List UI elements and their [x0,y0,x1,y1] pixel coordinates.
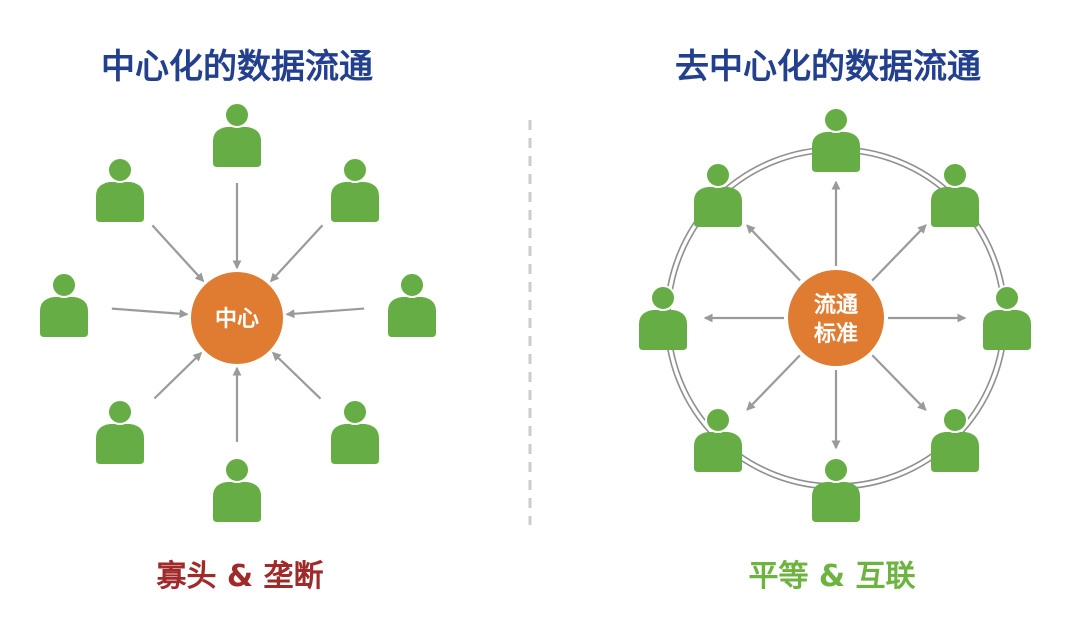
left-arrow [153,351,203,400]
left-title: 中心化的数据流通 [101,47,373,87]
left-user-icon [331,399,379,464]
user-icon-head [705,162,731,188]
user-icon-body [812,132,860,172]
left-user-icon [40,272,88,337]
left-hub-circle [191,272,283,364]
left-user-icon [213,457,261,522]
user-icon-body [331,182,379,222]
left-user-icon [331,157,379,222]
left-arrow [111,307,189,319]
user-icon-head [823,457,849,483]
right-title: 去中心化的数据流通 [675,47,981,87]
left-footer: 寡头 & 垄断 [155,559,323,594]
user-icon-body [388,297,436,337]
right-arrow [746,354,801,411]
right-user-icon [694,407,742,472]
user-icon-head [224,102,250,128]
right-user-icon [812,107,860,172]
user-icon-body [96,424,144,464]
right-arrow [746,224,801,282]
right-arrows [703,180,967,450]
right-arrow [871,224,927,282]
user-icon-body [331,424,379,464]
left-arrow [285,307,365,319]
left-hub: 中心 [191,272,283,364]
user-icon-body [213,127,261,167]
user-icon-body [40,297,88,337]
left-arrows [111,183,365,442]
user-icon-head [342,399,368,425]
left-arrow [269,224,324,283]
user-icon-body [694,187,742,227]
left-arrow [271,351,322,400]
user-icon-head [399,272,425,298]
left-user-icon [96,399,144,464]
user-icon-body [96,182,144,222]
user-icon-head [107,157,133,183]
left-user-icon [388,272,436,337]
right-arrow [871,354,927,411]
left-user-icon [96,157,144,222]
right-hub: 流通 标准 [788,270,884,366]
user-icon-head [650,285,676,311]
right-user-icon [983,285,1031,350]
user-icon-head [705,407,731,433]
user-icon-body [983,310,1031,350]
user-icon-head [224,457,250,483]
right-user-icon [931,162,979,227]
user-icon-body [639,310,687,350]
right-user-icon [931,407,979,472]
right-hub-circle [788,270,884,366]
user-icon-head [994,285,1020,311]
left-arrow [151,224,205,283]
user-icon-head [823,107,849,133]
user-icon-body [694,432,742,472]
right-user-icon [639,285,687,350]
user-icon-head [942,407,968,433]
user-icon-body [931,432,979,472]
left-nodes [40,102,436,522]
user-icon-head [107,399,133,425]
right-hub-label-line2: 标准 [814,321,858,347]
right-hub-label-line1: 流通 [814,292,858,318]
right-user-icon [812,457,860,522]
right-footer: 平等 & 互联 [748,559,915,594]
user-icon-body [931,187,979,227]
right-nodes [639,107,1031,522]
user-icon-head [942,162,968,188]
user-icon-head [342,157,368,183]
user-icon-head [51,272,77,298]
user-icon-body [812,482,860,522]
user-icon-body [213,482,261,522]
left-hub-label: 中心 [215,307,259,332]
left-user-icon [213,102,261,167]
right-user-icon [694,162,742,227]
